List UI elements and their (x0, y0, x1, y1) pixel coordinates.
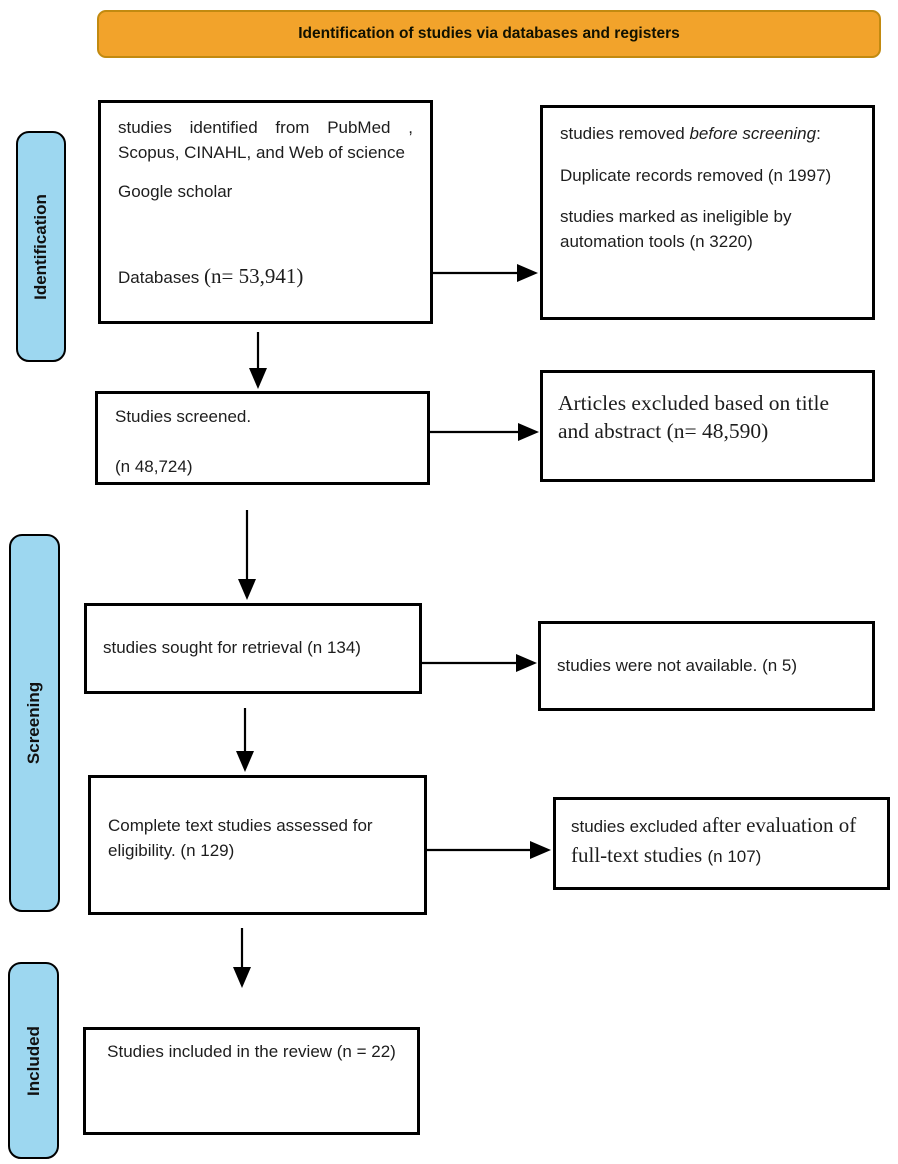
sought-text: studies sought for retrieval (n 134) (103, 638, 361, 658)
assessed-text: Complete text studies assessed for eligi… (108, 816, 373, 860)
box-studies-excluded-fulltext: studies excluded after evaluation of ful… (553, 797, 890, 890)
arrow-identified-to-screened (249, 332, 267, 389)
identified-extra-source-text: Google scholar (118, 182, 233, 202)
arrow-screened-to-excluded (430, 423, 539, 441)
stage-label-included: Included (8, 962, 59, 1159)
identified-databases-line: Databases (n= 53,941) (118, 261, 413, 291)
arrow-identified-to-removed (433, 264, 538, 282)
diagram-title-banner: Identification of studies via databases … (97, 10, 881, 58)
screened-count: (n 48,724) (115, 456, 193, 476)
box-studies-screened: Studies screened. (n 48,724) (95, 391, 430, 485)
identified-databases-prefix: Databases (118, 267, 204, 287)
stage-label-identification: Identification (16, 131, 66, 362)
excluded-fulltext-seg2: after evaluation of full-text studies (571, 813, 857, 868)
arrow-sought-to-assessed (236, 708, 254, 772)
arrow-assessed-to-excluded-fulltext (427, 841, 551, 859)
arrow-sought-to-not-available (422, 654, 537, 672)
box-fulltext-assessed: Complete text studies assessed for eligi… (88, 775, 427, 915)
diagram-title: Identification of studies via databases … (298, 25, 680, 42)
excluded-fulltext-seg1: studies excluded (571, 817, 703, 836)
identified-databases-count: (n= 53,941) (204, 263, 304, 288)
arrow-screened-to-sought (238, 510, 256, 600)
stage-label-screening-text: Screening (24, 681, 44, 765)
arrow-assessed-to-included (233, 928, 251, 988)
identified-sources-text: studies identified from PubMed , Scopus,… (118, 118, 413, 162)
stage-label-screening: Screening (9, 534, 60, 912)
not-available-text: studies were not available. (n 5) (557, 655, 798, 675)
excluded-fulltext-line: studies excluded after evaluation of ful… (571, 810, 872, 871)
screened-line1: Studies screened. (115, 407, 252, 426)
box-studies-removed-before-screening: studies removed before screening: Duplic… (540, 105, 875, 320)
box-articles-excluded-title-abstract: Articles excluded based on title and abs… (540, 370, 875, 482)
removed-intro-italic: before screening (689, 124, 817, 143)
excluded-title-abstract-text: Articles excluded based on title and abs… (558, 391, 830, 443)
box-studies-included: Studies included in the review (n = 22) (83, 1027, 420, 1135)
included-text: Studies included in the review (n = 22) (107, 1042, 396, 1061)
removed-intro-line: studies removed before screening: (560, 122, 855, 147)
removed-automation-text: studies marked as ineligible by automati… (560, 207, 792, 251)
box-studies-not-available: studies were not available. (n 5) (538, 621, 875, 711)
stage-label-identification-text: Identification (31, 193, 50, 300)
removed-intro-suffix: : (816, 124, 821, 143)
box-studies-sought-retrieval: studies sought for retrieval (n 134) (84, 603, 422, 694)
box-studies-identified: studies identified from PubMed , Scopus,… (98, 100, 433, 324)
stage-label-included-text: Included (23, 1025, 43, 1096)
removed-duplicates-text: Duplicate records removed (n 1997) (560, 165, 832, 185)
excluded-fulltext-seg3: (n 107) (707, 847, 762, 867)
removed-intro-prefix: studies removed (560, 124, 690, 143)
